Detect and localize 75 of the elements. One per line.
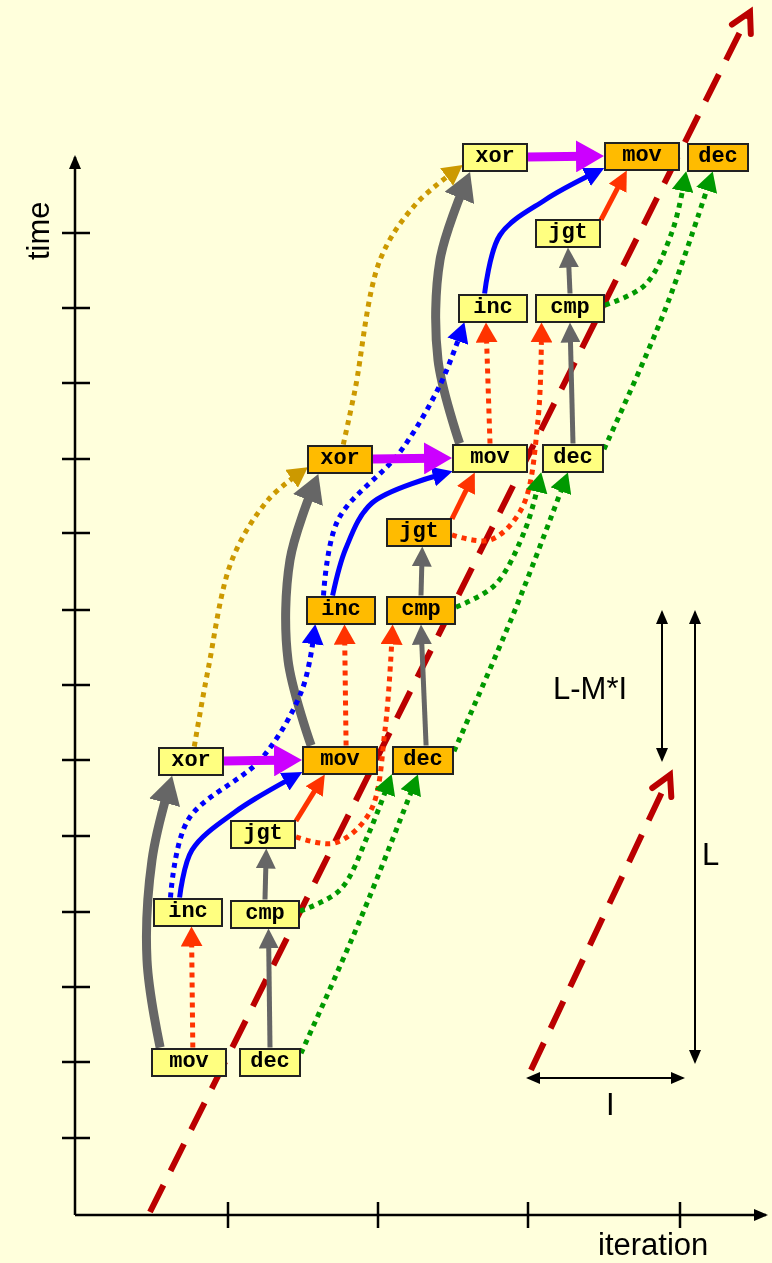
- instruction-box: [230, 819, 296, 849]
- arrow: [223, 744, 302, 777]
- arrow: [475, 322, 498, 444]
- instruction-box: [462, 142, 528, 172]
- instruction-text: cmp: [550, 296, 590, 320]
- instruction-text: dec: [698, 145, 738, 169]
- instruction-text: inc: [473, 296, 513, 320]
- arrow: [321, 322, 469, 596]
- arrow: [451, 322, 553, 544]
- instruction-text: jgt: [548, 221, 588, 245]
- instruction-text: inc: [168, 900, 208, 924]
- instruction-text: xor: [320, 447, 360, 471]
- instruction-text: dec: [403, 748, 443, 772]
- arrow: [333, 624, 356, 746]
- instruction-box: [153, 897, 223, 927]
- instruction-text: xor: [475, 145, 515, 169]
- instruction-box: [158, 746, 224, 776]
- instruction-box: [458, 293, 528, 323]
- instruction-text: dec: [250, 1050, 290, 1074]
- arrow: [558, 247, 579, 294]
- instruction-box: [306, 595, 376, 625]
- dimension-label: I: [606, 1088, 615, 1122]
- instruction-text: xor: [171, 749, 211, 773]
- instruction-text: inc: [321, 598, 361, 622]
- arrow: [431, 172, 475, 445]
- arrow: [482, 168, 605, 294]
- instruction-box: [604, 141, 680, 171]
- axis-label: iteration: [598, 1228, 709, 1262]
- instruction-box: [687, 142, 749, 172]
- arrow: [449, 472, 475, 521]
- instruction-text: cmp: [245, 902, 285, 926]
- instruction-box: [535, 218, 601, 248]
- arrow: [295, 624, 403, 847]
- arrow: [527, 140, 604, 173]
- instruction-text: mov: [169, 1050, 209, 1074]
- arrow: [168, 624, 324, 898]
- instruction-box: [452, 443, 528, 473]
- arrow: [177, 772, 303, 898]
- instruction-text: mov: [622, 144, 662, 168]
- dimension-label: L: [702, 838, 720, 872]
- arrow: [255, 848, 276, 900]
- arrow: [142, 775, 181, 1049]
- instruction-box: [392, 745, 454, 775]
- instruction-box: [239, 1047, 301, 1077]
- instruction-text: dec: [553, 446, 593, 470]
- dimension-label: L-M*I: [553, 672, 628, 706]
- arrow: [598, 170, 627, 222]
- arrow: [191, 467, 308, 747]
- instruction-text: jgt: [399, 520, 439, 544]
- instruction-box: [386, 595, 456, 625]
- instruction-box: [386, 517, 452, 547]
- instruction-text: mov: [320, 748, 360, 772]
- arrow: [604, 171, 694, 308]
- instruction-box: [230, 899, 300, 929]
- axis-label: time: [22, 201, 56, 260]
- instruction-box: [151, 1047, 227, 1077]
- instruction-text: mov: [470, 446, 510, 470]
- arrow: [258, 928, 279, 1048]
- instruction-box: [542, 443, 604, 473]
- instruction-text: jgt: [243, 822, 283, 846]
- arrow: [330, 467, 453, 597]
- arrow: [293, 774, 325, 823]
- arrow: [560, 322, 581, 444]
- arrow: [411, 546, 432, 596]
- arrow: [411, 624, 432, 746]
- arrow: [281, 474, 323, 747]
- instruction-text: cmp: [401, 598, 441, 622]
- arrow: [180, 926, 203, 1048]
- instruction-box: [307, 444, 373, 474]
- instruction-box: [302, 745, 378, 775]
- arrow: [299, 774, 396, 914]
- arrow: [372, 442, 452, 475]
- instruction-box: [535, 293, 605, 323]
- arrow: [455, 472, 548, 610]
- arrow: [340, 165, 463, 446]
